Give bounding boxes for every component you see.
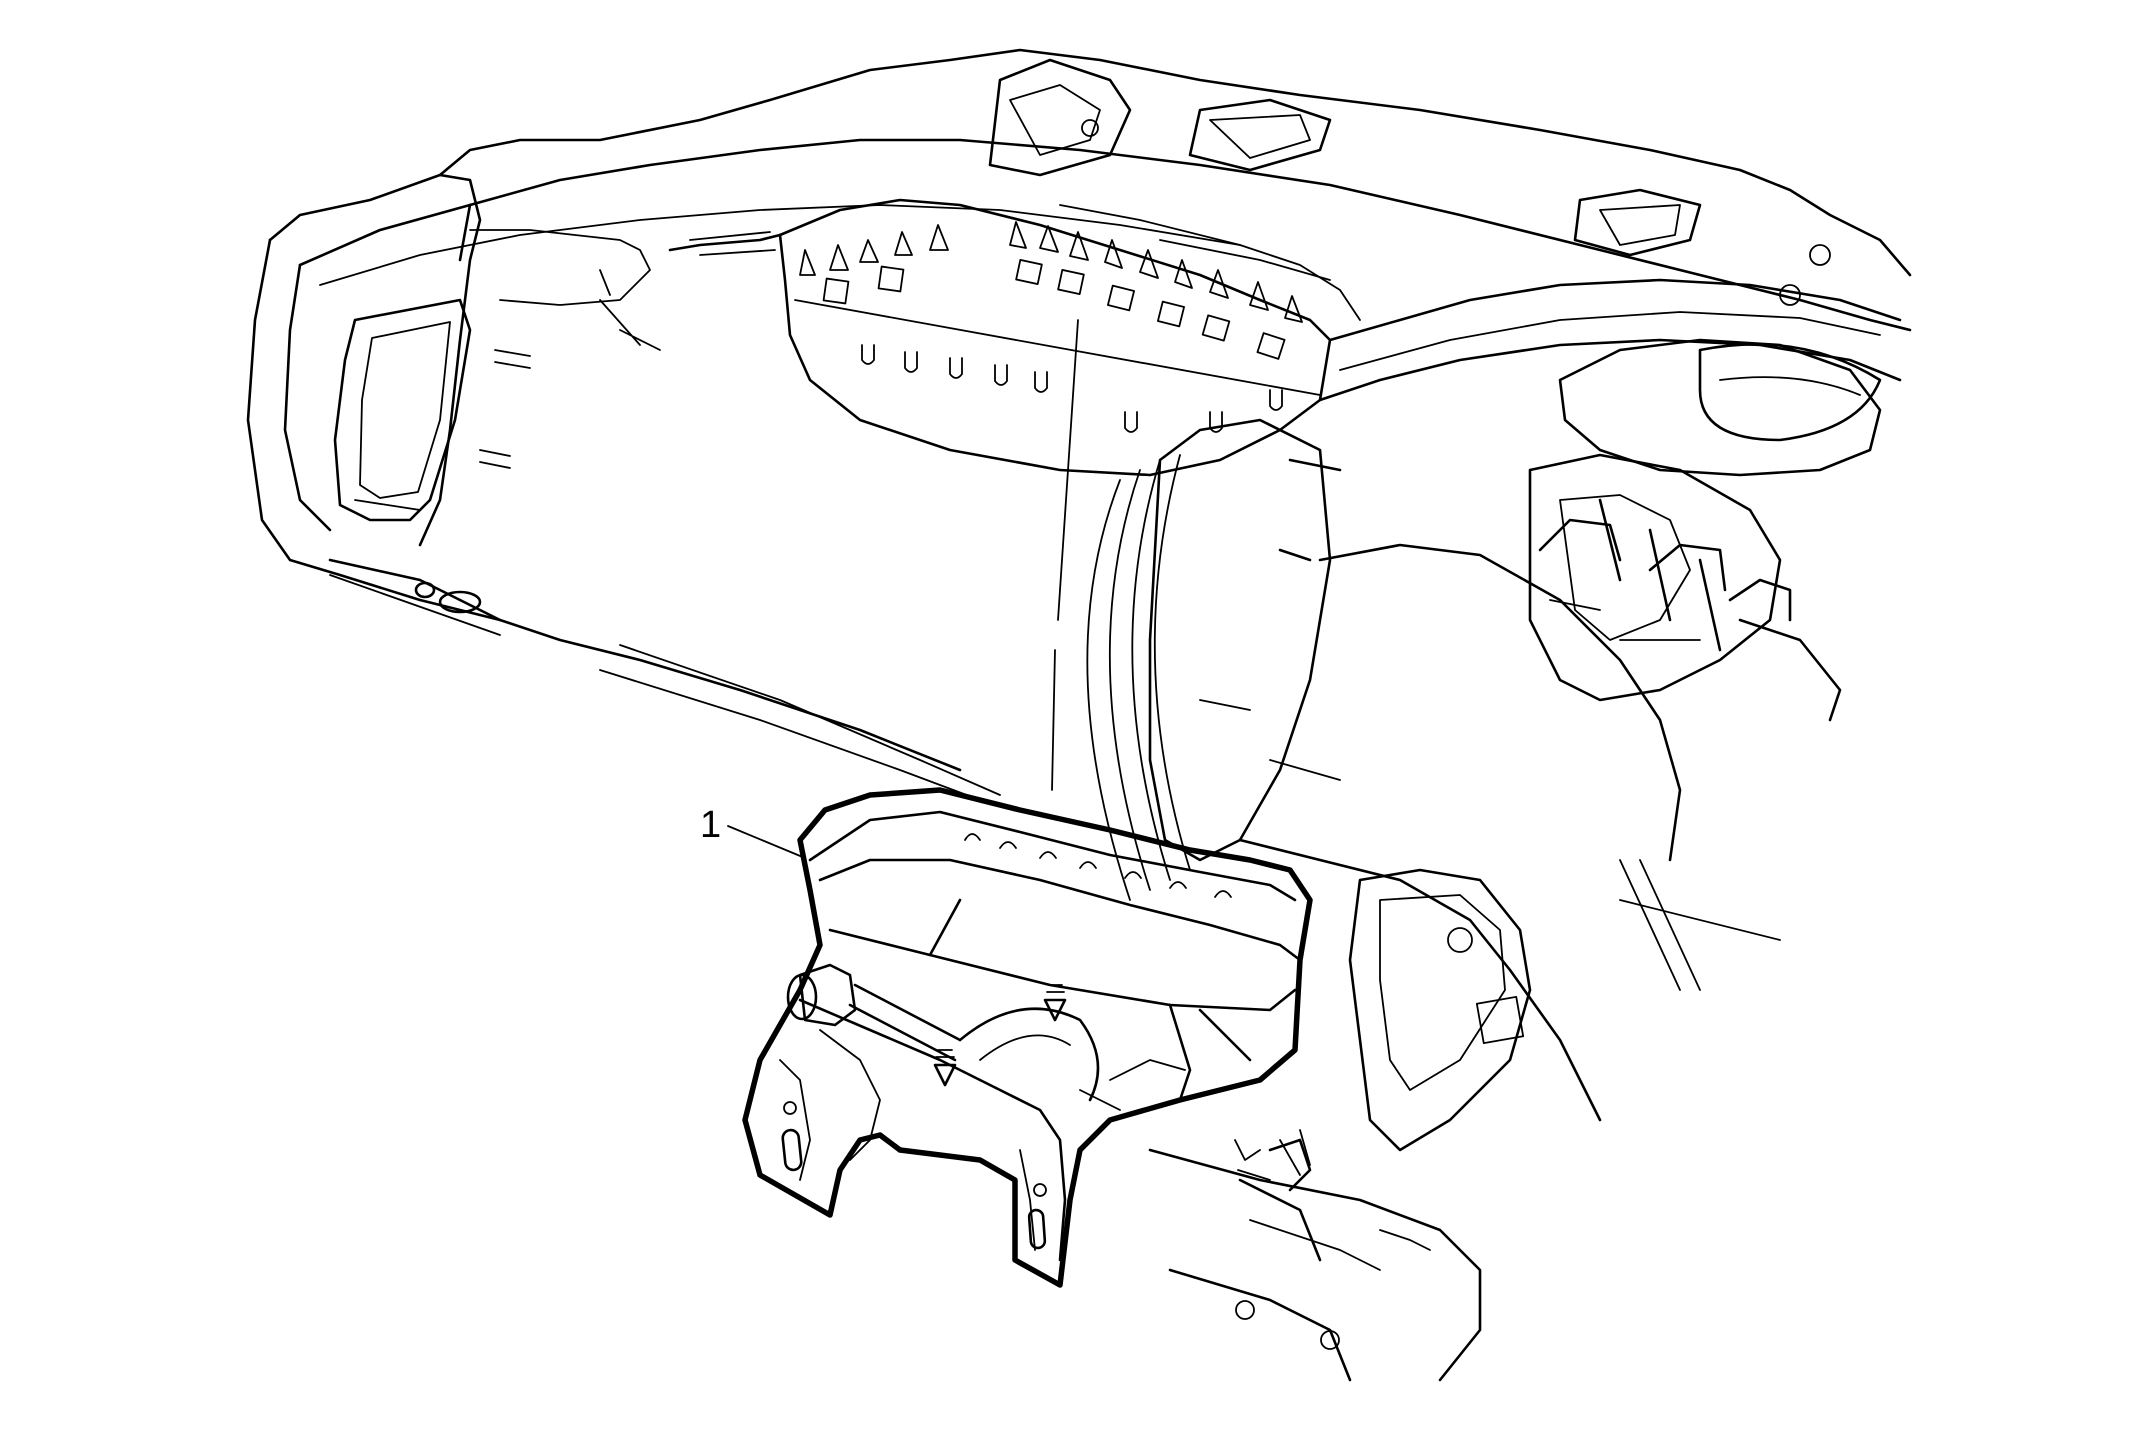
airbag-opening-bracket [668, 198, 1361, 477]
rib-tabs [799, 221, 1303, 323]
callout-1: 1 [700, 804, 806, 859]
callout-1-leader [727, 825, 806, 859]
callout-1-label: 1 [700, 804, 721, 846]
assembly-leader-line [1051, 319, 1079, 791]
instrument-panel-frame [246, 48, 1912, 801]
right-structure [988, 58, 1902, 1382]
rib-slots [822, 259, 1286, 360]
airbag-module [742, 787, 1313, 1288]
lower-hardware [1234, 1138, 1431, 1251]
